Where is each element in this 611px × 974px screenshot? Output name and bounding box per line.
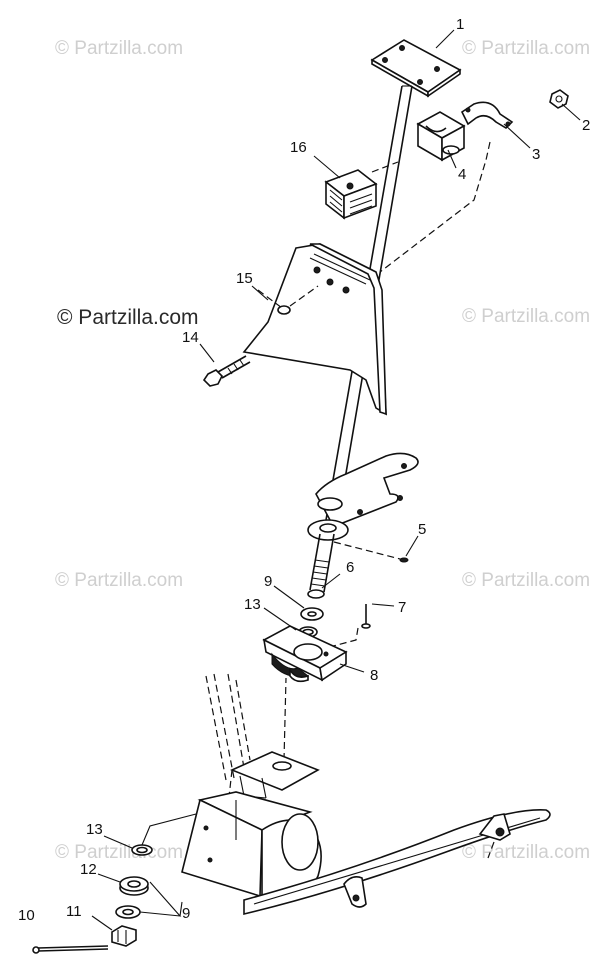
callout-10: 10 [18, 907, 35, 924]
part-13-ring-lower [131, 813, 197, 856]
watermark-prominent: © Partzilla.com [57, 306, 199, 329]
part-10-cotter-pin [32, 945, 109, 954]
part-16-block [324, 169, 378, 220]
watermark: © Partzilla.com [462, 38, 591, 59]
guide-lines [205, 673, 287, 781]
callout-14: 14 [182, 329, 199, 346]
callout-5: 5 [418, 521, 427, 538]
part-15-bolt [257, 285, 319, 315]
lower-shaft [309, 533, 335, 593]
callout-15: 15 [236, 270, 253, 287]
part-3-clamp [460, 101, 514, 130]
callout-6: 6 [346, 559, 355, 576]
watermark: © Partzilla.com [462, 842, 591, 863]
callout-11: 11 [66, 903, 82, 920]
leader-16-dash [371, 161, 399, 173]
callout-12: 12 [80, 861, 97, 878]
callout-2: 2 [582, 117, 591, 134]
callout-7: 7 [398, 599, 407, 616]
watermark: © Partzilla.com [462, 306, 591, 327]
part-2-nut [549, 89, 569, 109]
callout-8: 8 [370, 667, 379, 684]
ski-spindle-arm [243, 809, 551, 916]
callout-13-upper: 13 [244, 596, 261, 613]
callout-1: 1 [456, 16, 465, 33]
part-9-washer-upper [300, 607, 324, 621]
callout-3: 3 [532, 146, 541, 163]
part-11-castle-nut [111, 925, 137, 947]
callout-13-lower: 13 [86, 821, 103, 838]
leader-3-dash [379, 141, 491, 273]
part-14-bolt [202, 355, 251, 387]
callout-9-lower: 9 [182, 905, 191, 922]
callout-9-upper: 9 [264, 573, 273, 590]
watermark: © Partzilla.com [55, 38, 184, 59]
part-1-top-plate [370, 39, 462, 98]
part-4-saddle-block [416, 111, 466, 162]
lower-bracket [307, 452, 419, 541]
part-8-bearing-block [262, 625, 348, 683]
part-5-pin [399, 557, 409, 563]
frame-housing [181, 791, 322, 898]
part-9-washer-lower [115, 905, 141, 919]
watermark: © Partzilla.com [55, 570, 184, 591]
callout-16: 16 [290, 139, 307, 156]
leader-lines [91, 29, 581, 931]
watermark: © Partzilla.com [462, 570, 591, 591]
part-6-washer [307, 589, 325, 599]
part-12-bearing [119, 876, 149, 896]
leader-5-dash [333, 541, 405, 561]
mount-bracket-plate [242, 243, 387, 416]
callout-4: 4 [458, 166, 467, 183]
